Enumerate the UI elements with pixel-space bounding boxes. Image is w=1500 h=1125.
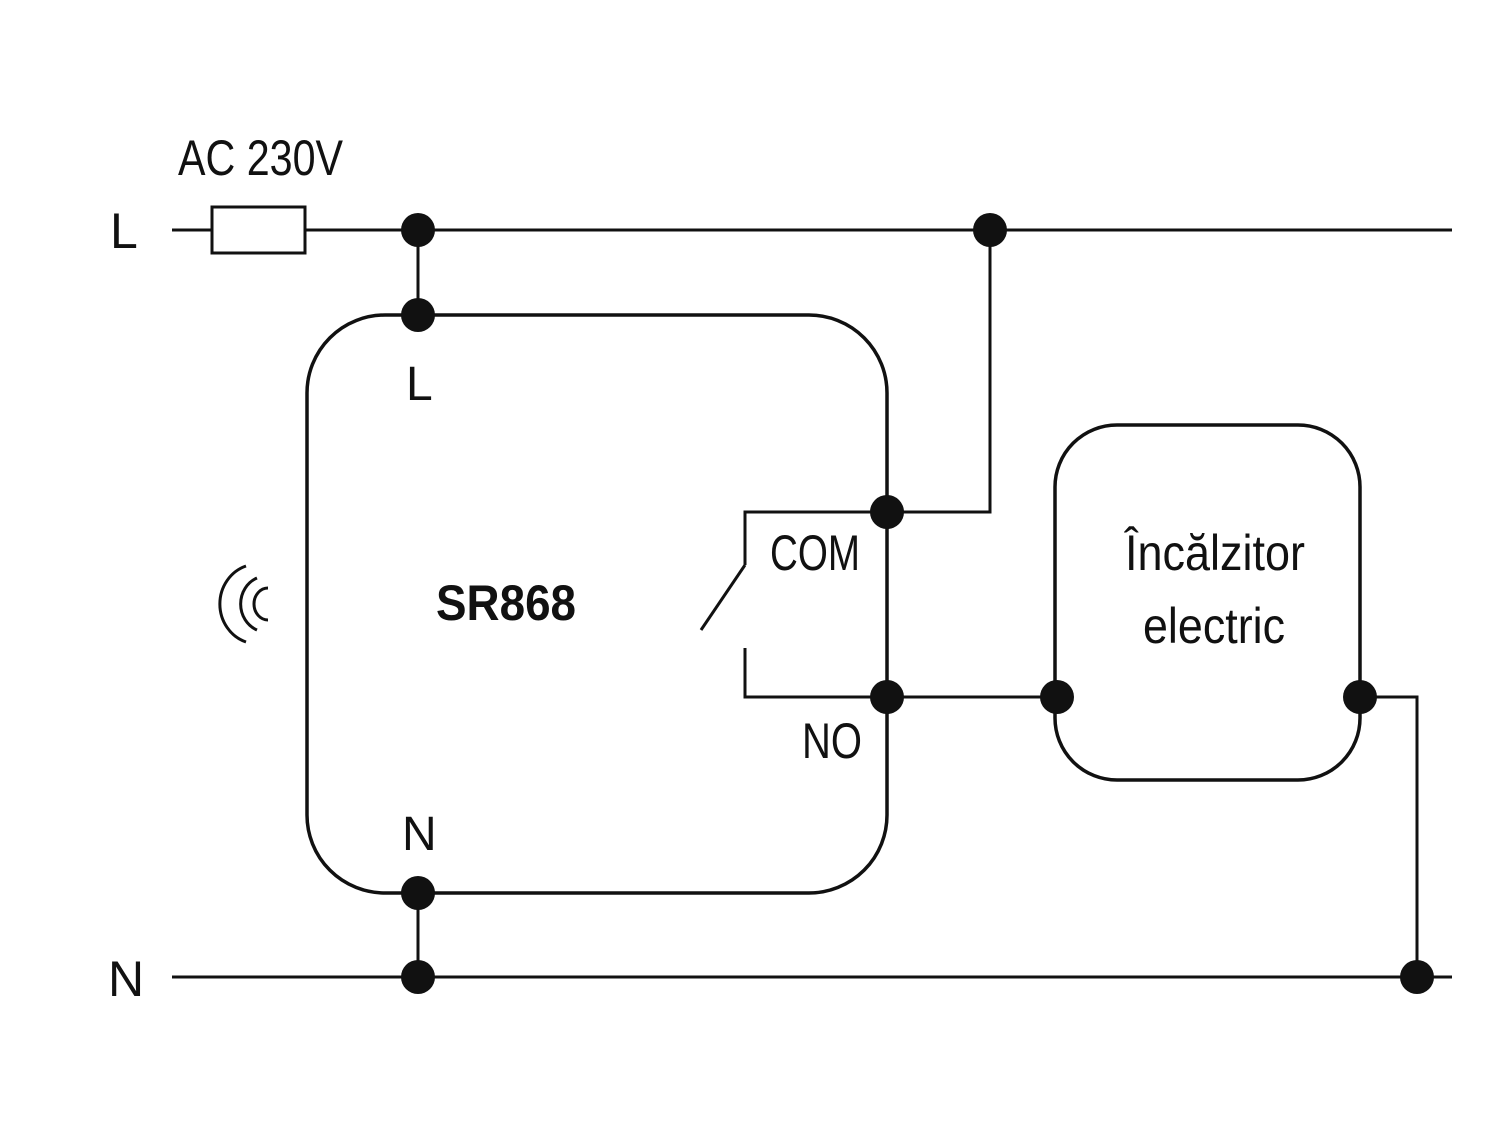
supply-line-label: L xyxy=(110,203,138,259)
relay-com-lead xyxy=(743,510,887,565)
terminal-dot-load-out xyxy=(1343,680,1377,714)
junction-dot-l-rail-com xyxy=(973,213,1007,247)
device-terminal-no-label: NO xyxy=(802,713,862,769)
load-return-wire xyxy=(1360,695,1419,977)
junction-dot-l-rail-device xyxy=(401,213,435,247)
load-label-line2: electric xyxy=(1143,598,1285,654)
load-box xyxy=(1053,423,1362,782)
fuse-symbol xyxy=(210,205,307,255)
terminal-dot-device-l xyxy=(401,298,435,332)
device-terminal-com-label: COM xyxy=(770,525,860,581)
relay-switch-blade xyxy=(699,564,747,631)
terminal-dot-device-no xyxy=(870,680,904,714)
terminal-dot-load-in xyxy=(1040,680,1074,714)
com-wire xyxy=(887,230,992,514)
wireless-signal-icon xyxy=(218,564,269,644)
device-terminal-l-label: L xyxy=(406,358,433,411)
supply-voltage-label: AC 230V xyxy=(178,130,344,186)
device-terminal-n-label: N xyxy=(402,808,437,861)
supply-neutral-label: N xyxy=(108,951,144,1007)
junction-dot-n-rail-device xyxy=(401,960,435,994)
device-box xyxy=(305,313,889,895)
terminal-dot-device-com xyxy=(870,495,904,529)
terminal-dot-device-n xyxy=(401,876,435,910)
device-name-label: SR868 xyxy=(436,575,576,631)
load-label-line1: Încălzitor xyxy=(1123,525,1305,581)
junction-dot-n-rail-load xyxy=(1400,960,1434,994)
relay-no-lead xyxy=(743,648,887,699)
